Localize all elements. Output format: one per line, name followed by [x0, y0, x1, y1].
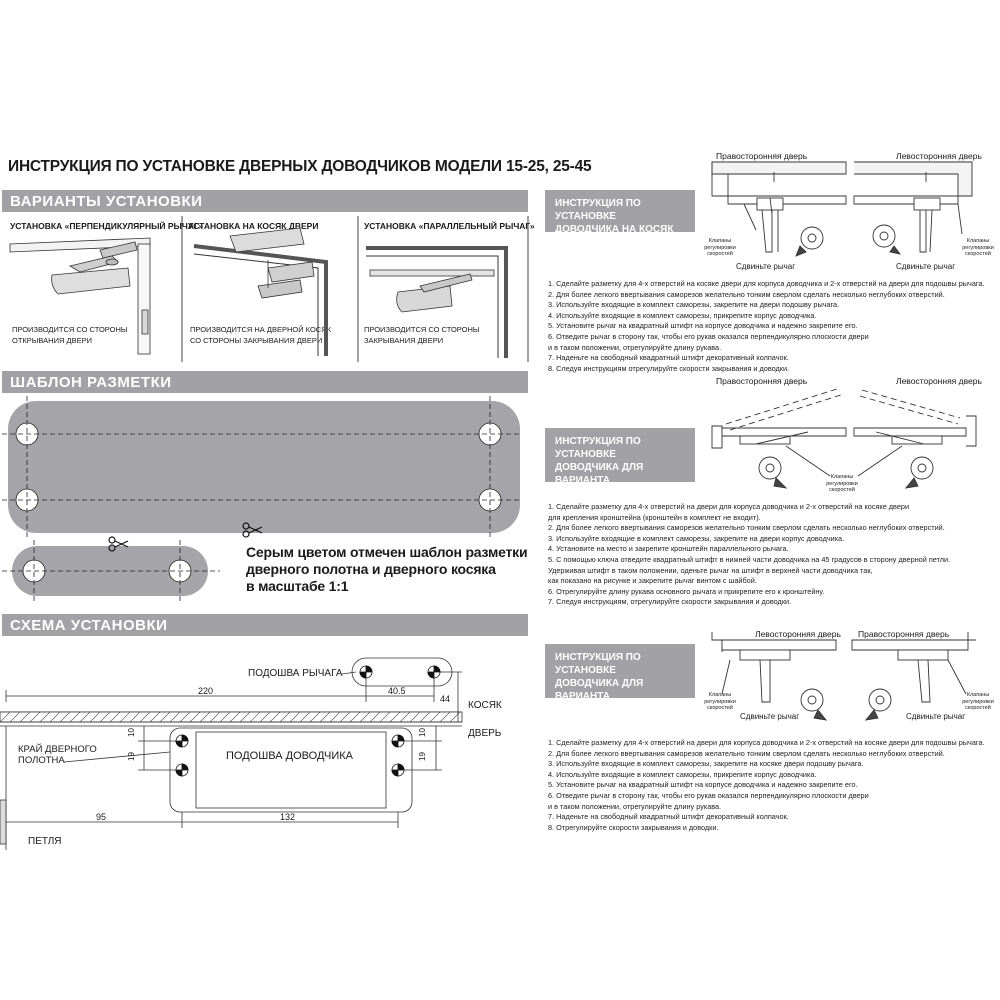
- panel-1-steps: 1. Сделайте разметку для 4-х отверстий н…: [548, 279, 985, 373]
- dim-40-5: 40.5: [388, 686, 406, 696]
- dim-220: 220: [198, 686, 214, 696]
- variant-3-title: УСТАНОВКА «ПАРАЛЛЕЛЬНЫЙ РЫЧАГ»: [364, 221, 535, 231]
- dim-10-left: 10: [126, 728, 136, 737]
- section-variants: ВАРИАНТЫ УСТАНОВКИ: [2, 190, 528, 212]
- variant-2-illustration: [193, 227, 328, 356]
- panel-1-shift-left: Сдвиньте рычаг: [736, 262, 796, 271]
- label-frame: КОСЯК: [468, 700, 502, 711]
- label-door: ДВЕРЬ: [468, 728, 502, 739]
- scissors-icon: [242, 522, 263, 538]
- panel-3-shift-right: Сдвиньте рычаг: [906, 712, 966, 721]
- dim-10-right: 10: [417, 728, 427, 737]
- label-lever-sole: ПОДОШВА РЫЧАГА: [248, 668, 343, 679]
- section-scheme: СХЕМА УСТАНОВКИ: [2, 614, 528, 636]
- variant-3-illustration: [366, 246, 508, 358]
- label-closer-sole: ПОДОШВА ДОВОДЧИКА: [226, 750, 354, 762]
- template-note: Серым цветом отмечен шаблон разметки две…: [246, 544, 528, 594]
- scheme-holes: [175, 665, 441, 777]
- panel-3-right-door: Правосторонняя дверь: [858, 629, 950, 639]
- scissors-icon: [108, 536, 129, 552]
- dim-95: 95: [96, 812, 107, 822]
- dim-132: 132: [280, 812, 296, 822]
- variant-1-illustration: [9, 237, 151, 355]
- panel-3-left-door: Левосторонняя дверь: [755, 629, 841, 639]
- dim-19-right: 19: [417, 752, 427, 761]
- template-lever-plate: [2, 540, 220, 603]
- panel-2-left-door: Левосторонняя дверь: [896, 376, 982, 386]
- dim-44: 44: [440, 694, 451, 704]
- label-hinge: ПЕТЛЯ: [28, 836, 62, 847]
- panel-1-left-door: Левосторонняя дверь: [896, 151, 982, 161]
- panel-2-steps: 1. Сделайте разметку для 4-х отверстий н…: [548, 502, 951, 607]
- dim-19-left: 19: [126, 752, 136, 761]
- section-template: ШАБЛОН РАЗМЕТКИ: [2, 371, 528, 393]
- scheme-drawing: [0, 657, 463, 850]
- variant-2-title: УСТАНОВКА НА КОСЯК ДВЕРИ: [188, 221, 319, 231]
- template-closer-plate: [2, 396, 522, 540]
- panel-2-right-door: Правосторонняя дверь: [716, 376, 808, 386]
- panel-1-shift-right: Сдвиньте рычаг: [896, 262, 956, 271]
- variant-1-title: УСТАНОВКА «ПЕРПЕНДИКУЛЯРНЫЙ РЫЧАГ»: [10, 221, 204, 231]
- panel-3-steps: 1. Сделайте разметку для 4-х отверстий н…: [548, 738, 985, 832]
- page-title: ИНСТРУКЦИЯ ПО УСТАНОВКЕ ДВЕРНЫХ ДОВОДЧИК…: [8, 158, 592, 175]
- panel-3-shift-left: Сдвиньте рычаг: [740, 712, 800, 721]
- panel-1-right-door: Правосторонняя дверь: [716, 151, 808, 161]
